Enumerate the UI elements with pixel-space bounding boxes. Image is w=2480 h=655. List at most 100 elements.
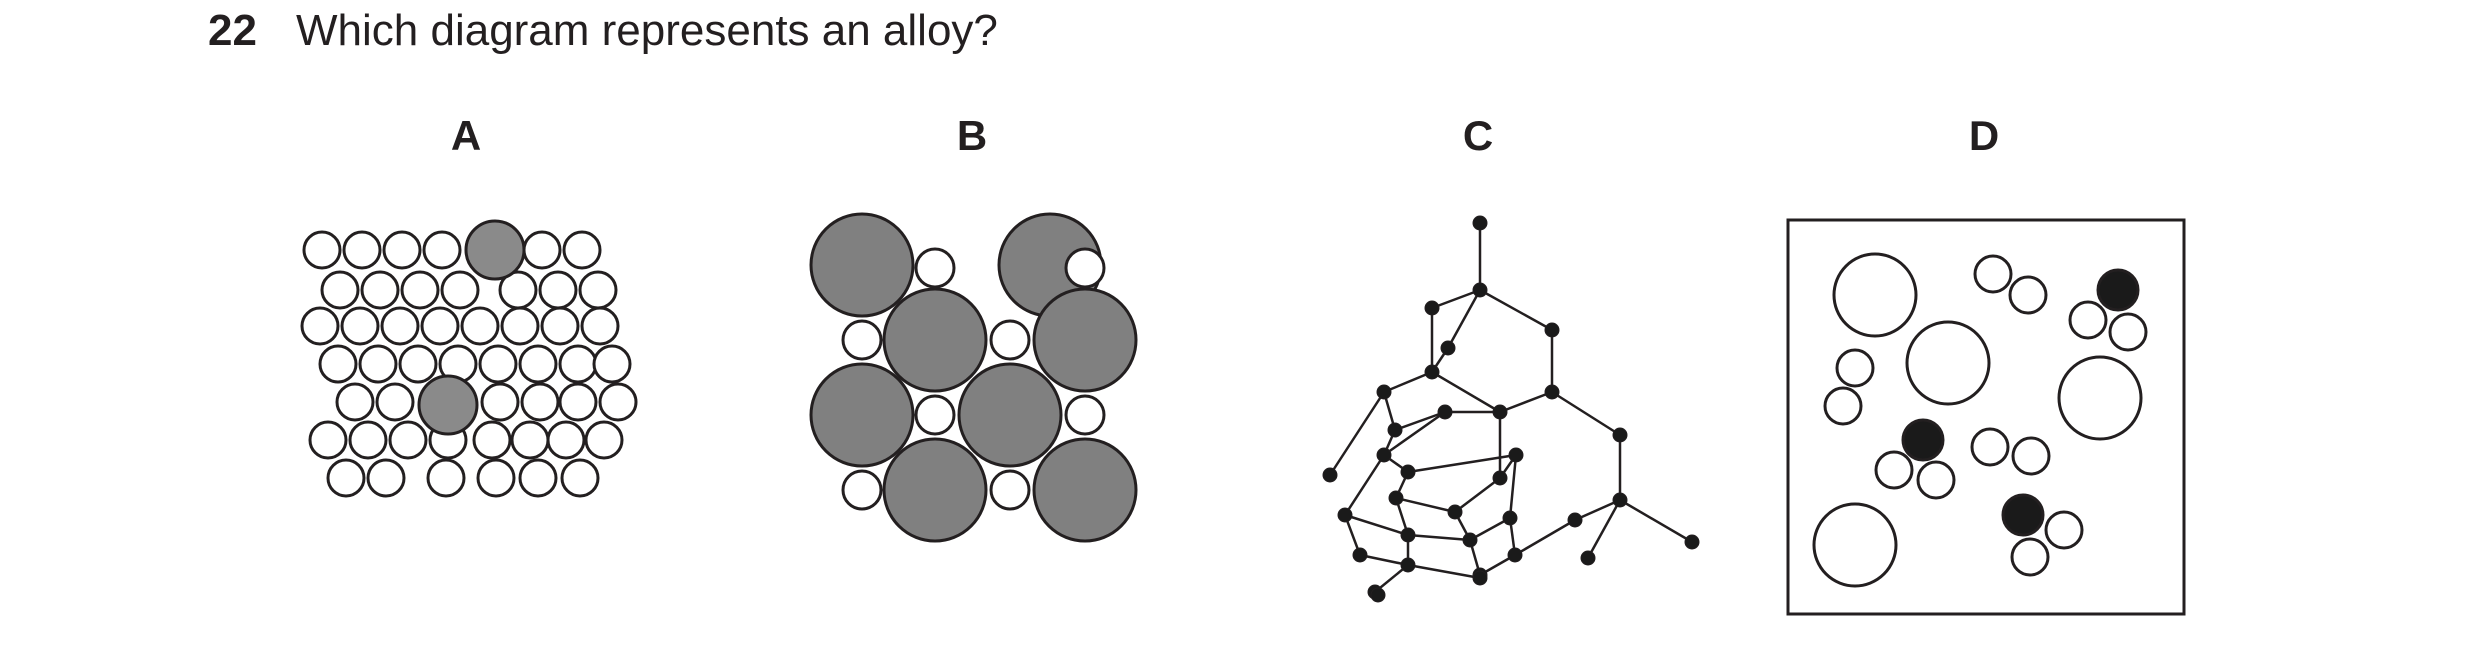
small-atom	[360, 270, 400, 310]
small-atom	[584, 420, 624, 460]
small-atom	[302, 230, 342, 270]
small-atom	[558, 344, 598, 384]
atom	[1376, 447, 1392, 463]
small-atom	[841, 469, 883, 511]
small-atom	[598, 382, 638, 422]
atom	[1508, 447, 1524, 463]
atom	[1400, 464, 1416, 480]
dark-atom	[1901, 418, 1945, 462]
atom	[1440, 340, 1456, 356]
small-atom	[380, 306, 420, 346]
bond	[1383, 410, 1446, 457]
small-atom	[592, 344, 632, 384]
bond	[1514, 518, 1576, 557]
large-grey-atom	[417, 374, 479, 436]
bond	[1328, 391, 1386, 476]
bond	[1383, 370, 1433, 394]
bond	[1431, 288, 1481, 310]
small-atom	[510, 420, 550, 460]
bond	[1407, 563, 1481, 580]
small-atom	[420, 306, 460, 346]
small-atom	[382, 230, 422, 270]
small-atom	[1973, 254, 2013, 294]
small-atom	[1823, 386, 1863, 426]
small-atom	[2044, 510, 2084, 550]
atom	[1437, 404, 1453, 420]
small-atom	[300, 306, 340, 346]
small-atom	[308, 420, 348, 460]
atom	[1424, 300, 1440, 316]
option-label-d: D	[1968, 112, 2000, 159]
atom	[1612, 427, 1628, 443]
small-atom	[546, 420, 586, 460]
diagram-d-particles	[1786, 218, 2186, 616]
small-atom	[320, 270, 360, 310]
small-atom	[841, 319, 883, 361]
atom	[1472, 215, 1488, 231]
large-grey-atom	[464, 219, 526, 281]
small-atom	[375, 382, 415, 422]
small-atom	[538, 270, 578, 310]
small-atom	[1916, 460, 1956, 500]
bond	[1619, 498, 1693, 544]
atom	[1507, 547, 1523, 563]
atom	[1492, 470, 1508, 486]
small-atom	[2011, 436, 2051, 476]
small-atom	[340, 306, 380, 346]
atom	[1337, 507, 1353, 523]
small-atom	[578, 270, 618, 310]
large-dark-atom	[882, 287, 988, 393]
atom	[1352, 547, 1368, 563]
small-atom	[1874, 450, 1914, 490]
small-atom	[326, 458, 366, 498]
atom	[1472, 570, 1488, 586]
small-atom	[358, 344, 398, 384]
large-atom	[1905, 320, 1991, 406]
large-dark-atom	[1032, 437, 1138, 543]
atom	[1400, 557, 1416, 573]
small-atom	[1064, 394, 1106, 436]
small-atom	[2010, 537, 2050, 577]
small-atom	[520, 382, 560, 422]
large-dark-atom	[809, 362, 915, 468]
large-atom	[1812, 502, 1898, 588]
small-atom	[518, 344, 558, 384]
small-atom	[2008, 275, 2048, 315]
bond	[1394, 410, 1446, 432]
small-atom	[400, 270, 440, 310]
small-atom	[398, 344, 438, 384]
bond	[1343, 454, 1386, 516]
bond	[1407, 453, 1517, 474]
atom	[1400, 527, 1416, 543]
large-atom	[2057, 355, 2143, 441]
large-dark-atom	[809, 212, 915, 318]
small-atom	[422, 230, 462, 270]
atom	[1612, 492, 1628, 508]
small-atom	[1970, 427, 2010, 467]
large-atom	[1832, 252, 1918, 338]
bond	[1469, 516, 1511, 542]
atom	[1462, 532, 1478, 548]
bond	[1359, 553, 1409, 567]
small-atom	[318, 344, 358, 384]
small-atom	[476, 458, 516, 498]
option-label-b: B	[956, 112, 988, 159]
small-atom	[1064, 247, 1106, 289]
small-atom	[989, 469, 1031, 511]
atom	[1544, 322, 1560, 338]
bond	[1395, 496, 1456, 514]
bond	[1431, 370, 1501, 414]
atom	[1370, 587, 1386, 603]
large-dark-atom	[1032, 287, 1138, 393]
diagram-b-particles	[809, 212, 1138, 543]
small-atom	[580, 306, 620, 346]
dark-atom	[2096, 268, 2140, 312]
large-dark-atom	[957, 362, 1063, 468]
bond	[1479, 288, 1553, 332]
small-atom	[2068, 300, 2108, 340]
option-label-a: A	[450, 112, 482, 159]
diagram-a-particles	[300, 219, 638, 498]
small-atom	[1835, 348, 1875, 388]
small-atom	[440, 270, 480, 310]
